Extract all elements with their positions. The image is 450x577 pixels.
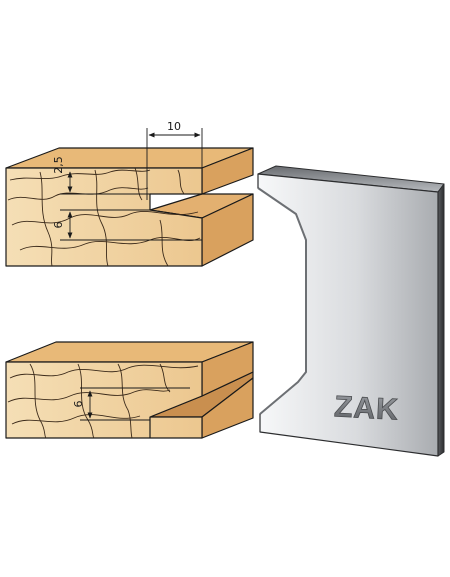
cutter-brand-logo: ZAK [333, 390, 399, 426]
bottom-dimensions [80, 387, 190, 421]
bottom-piece-grain [7, 363, 199, 439]
dim-6-top-label: 6 [52, 222, 65, 229]
cutter-notch-edge [257, 187, 307, 415]
cutter-side-face [437, 183, 445, 457]
bottom-wood-piece [5, 341, 254, 439]
dim-2-5-label: 2,5 [52, 156, 65, 174]
dim-6-bottom-label: 6 [72, 401, 85, 408]
top-dimensions [60, 128, 203, 241]
bottom-piece-front-face [5, 361, 203, 439]
dim-10-label: 10 [167, 120, 181, 133]
cutter-knife [257, 165, 445, 457]
top-wood-piece [5, 147, 254, 267]
